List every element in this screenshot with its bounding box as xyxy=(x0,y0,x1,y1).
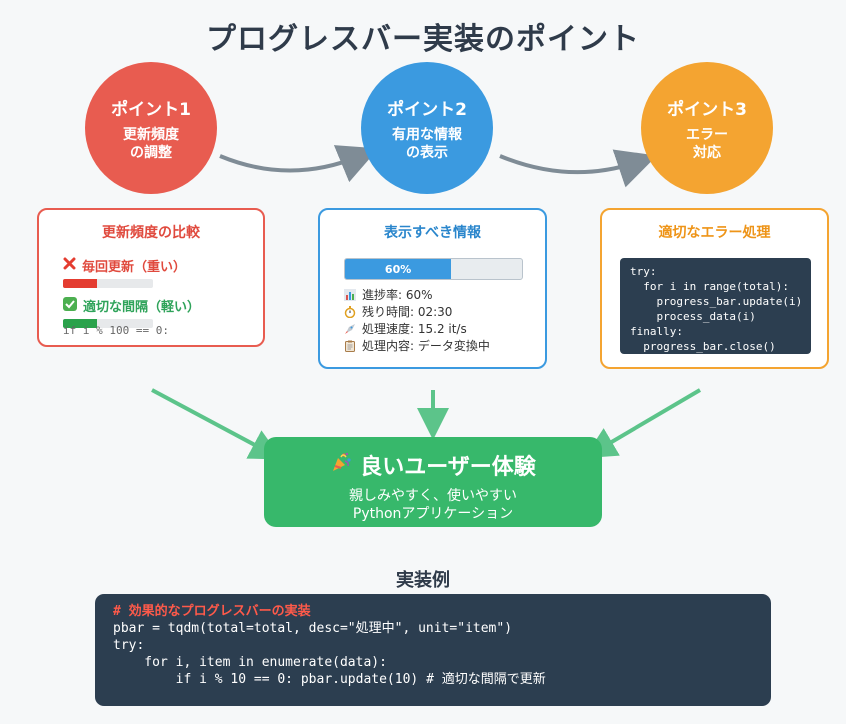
info-row-task: 処理内容: データ変換中 xyxy=(344,337,490,354)
stopwatch-icon xyxy=(344,305,356,318)
code-line: if i % 10 == 0: pbar.update(10) # 適切な間隔で… xyxy=(113,672,546,687)
point1-sub-line1: 更新頻度 xyxy=(123,126,179,143)
bad-label: 毎回更新（重い） xyxy=(82,260,187,275)
good-bar-fill xyxy=(63,319,98,328)
point3-circle: ポイント3 エラー 対応 xyxy=(641,62,773,194)
good-ux-box: 良いユーザー体験 親しみやすく、使いやすい Pythonアプリケーション xyxy=(264,437,602,527)
good-ux-sub1: 親しみやすく、使いやすい xyxy=(349,488,517,504)
code-line: for i in range(total): xyxy=(630,280,789,293)
card2-title: 表示すべき情報 xyxy=(383,225,482,241)
example-title: 実装例 xyxy=(396,570,450,591)
clipboard-icon xyxy=(344,340,356,352)
card1-title: 更新頻度の比較 xyxy=(102,225,200,241)
info-text-progress: 進捗率: 60% xyxy=(362,288,433,302)
cross-mark-icon xyxy=(63,257,76,274)
info-text-task: 処理内容: データ変換中 xyxy=(362,339,490,353)
party-popper-icon xyxy=(330,451,352,479)
check-mark-icon xyxy=(63,296,77,315)
frequency-code: if i % 100 == 0: xyxy=(63,324,169,337)
arrow-card1-to-result xyxy=(151,388,283,460)
good-row: 適切な間隔（軽い） xyxy=(63,296,200,328)
code-line: process_data(i) xyxy=(630,310,756,323)
bad-bar-fill xyxy=(63,279,98,288)
point2-circle: ポイント2 有用な情報 の表示 xyxy=(361,62,493,194)
good-ux-sub2: Pythonアプリケーション xyxy=(352,506,514,522)
code-line: try: xyxy=(113,638,145,653)
bad-row: 毎回更新（重い） xyxy=(63,256,186,288)
point1-sub-line2: の調整 xyxy=(130,144,172,161)
card3-title: 適切なエラー処理 xyxy=(658,225,771,241)
code-line: progress_bar.update(i) xyxy=(630,295,803,308)
info-text-speed: 処理速度: 15.2 it/s xyxy=(362,322,467,336)
info-list: 進捗率: 60% 残り時間: 02:30 処理速度: 15.2 it/s 処理内… xyxy=(344,286,490,354)
arrow-point1-to-point2 xyxy=(219,145,379,183)
update-frequency-card: 更新頻度の比較 毎回更新（重い） 適切な間隔（軽い） if i % 100 ==… xyxy=(37,208,265,347)
point3-sub-line2: 対応 xyxy=(693,144,721,161)
arrow-point2-to-point3 xyxy=(499,149,657,188)
code-line: pbar = tqdm(total=total, desc="処理中", uni… xyxy=(113,621,513,636)
error-handling-card: 適切なエラー処理 try: for i in range(total): pro… xyxy=(600,208,829,369)
code-line: progress_bar.close() xyxy=(630,340,776,353)
code-comment: # 効果的なプログレスバーの実装 xyxy=(113,604,311,619)
point2-sub-line2: の表示 xyxy=(406,144,448,161)
point2-title: ポイント2 xyxy=(387,99,467,120)
bad-bar-track xyxy=(63,279,153,288)
good-ux-title: 良いユーザー体験 xyxy=(360,455,536,480)
info-row-progress: 進捗率: 60% xyxy=(344,286,490,303)
example-code-block: # 効果的なプログレスバーの実装 pbar = tqdm(total=total… xyxy=(95,594,771,706)
progress-bar-fill: 60% xyxy=(345,259,452,279)
progress-bar-track: 60% xyxy=(344,258,523,280)
info-row-speed: 処理速度: 15.2 it/s xyxy=(344,320,490,337)
arrow-card3-to-result xyxy=(584,388,702,459)
rocket-icon xyxy=(344,323,356,335)
error-handling-code: try: for i in range(total): progress_bar… xyxy=(620,258,811,354)
point1-circle: ポイント1 更新頻度 の調整 xyxy=(85,62,217,194)
progress-bar-label: 60% xyxy=(384,262,412,276)
point2-sub-line1: 有用な情報 xyxy=(392,126,462,143)
point3-title: ポイント3 xyxy=(667,99,747,120)
display-info-card: 表示すべき情報 60% 進捗率: 60% 残り時間: 02:30 処理速度: 1… xyxy=(318,208,547,369)
info-text-remaining: 残り時間: 02:30 xyxy=(362,305,453,319)
code-line: for i, item in enumerate(data): xyxy=(113,655,387,670)
point3-sub-line1: エラー xyxy=(686,126,728,143)
good-bar-track xyxy=(63,319,153,328)
code-line: finally: xyxy=(630,325,683,338)
code-line: try: xyxy=(630,265,657,278)
good-label: 適切な間隔（軽い） xyxy=(83,300,201,315)
page-title: プログレスバー実装のポイント xyxy=(206,22,640,57)
bar-chart-icon xyxy=(344,288,356,301)
point1-title: ポイント1 xyxy=(111,99,191,120)
info-row-remaining: 残り時間: 02:30 xyxy=(344,303,490,320)
